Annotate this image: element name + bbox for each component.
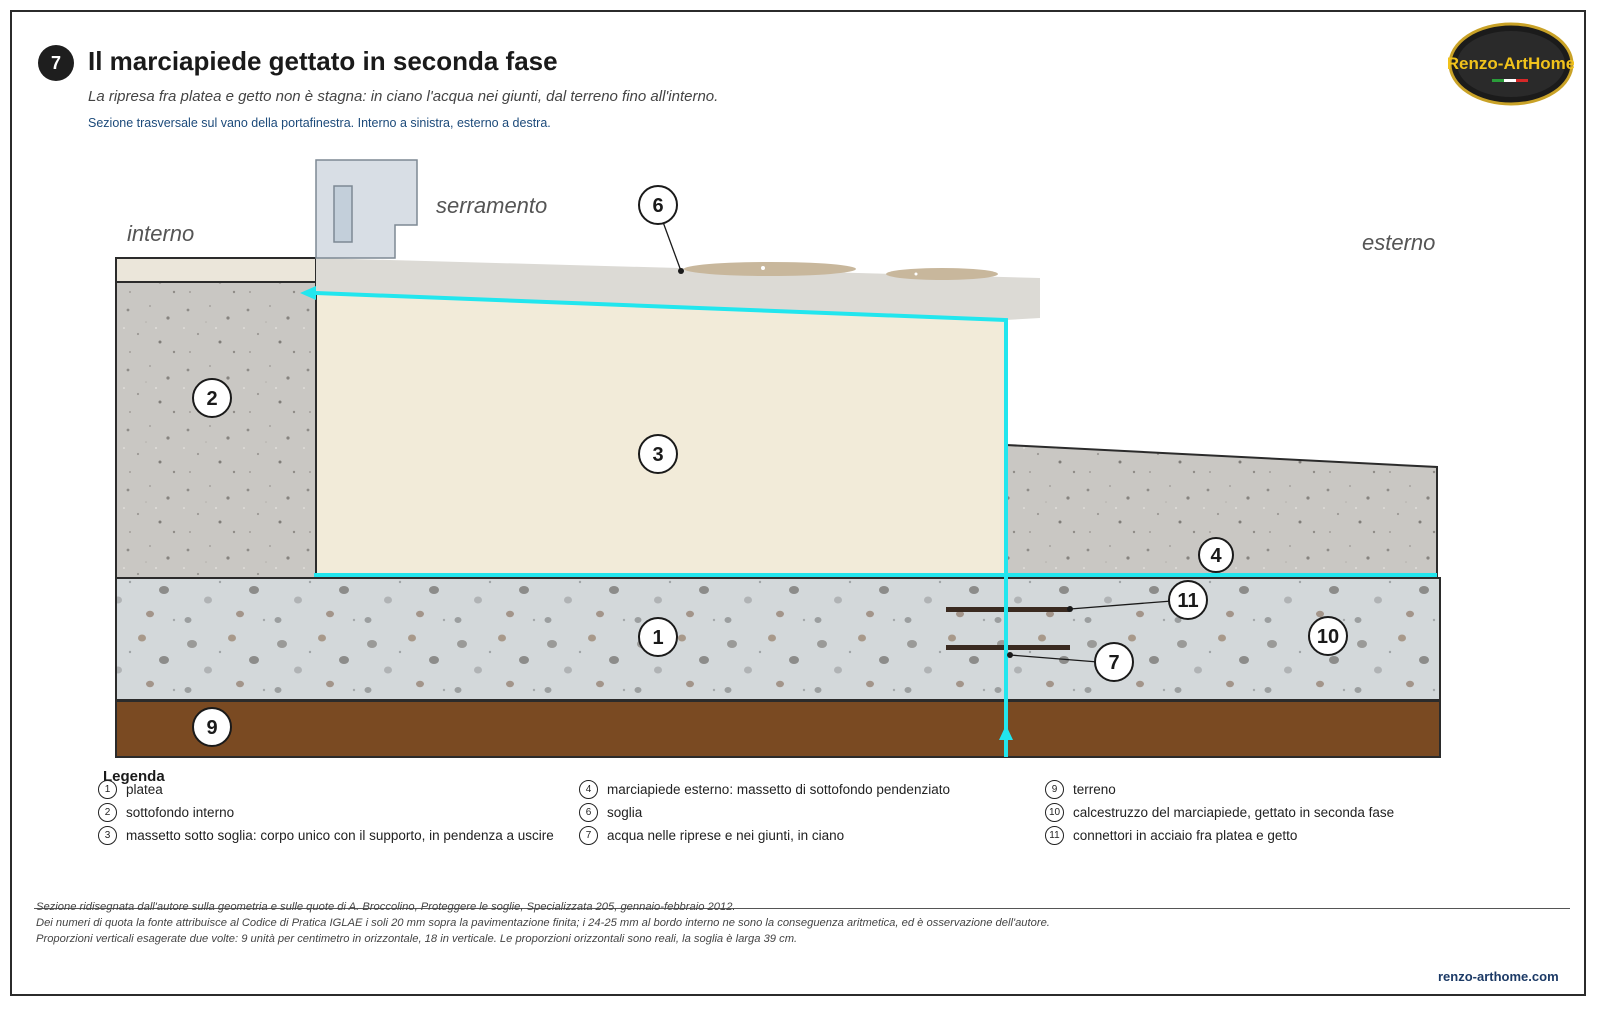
site-link[interactable]: renzo-arthome.com (1438, 969, 1559, 984)
callout-7: 7 (1094, 642, 1134, 682)
threshold-stain-1 (684, 262, 856, 276)
page-frame (10, 10, 1586, 996)
callout-2: 2 (192, 378, 232, 418)
callout-10: 10 (1308, 616, 1348, 656)
svg-text:3: 3 (652, 444, 663, 466)
water-arrow-up (999, 725, 1013, 740)
svg-text:11: 11 (1177, 590, 1198, 612)
water-path (314, 291, 1437, 757)
legend-title: Legenda (103, 768, 165, 785)
svg-text:9: 9 (206, 717, 217, 739)
page-subtitle: La ripresa fra platea e getto non è stag… (88, 88, 719, 105)
label-serramento: serramento (436, 193, 547, 218)
svg-text:6: 6 (652, 195, 663, 217)
svg-text:4: 4 (1210, 545, 1222, 567)
platea-slab (115, 577, 1441, 701)
callout-3: 3 (638, 434, 678, 474)
figure-number-badge: 7 (38, 45, 74, 81)
svg-text:1: 1 (652, 627, 663, 649)
water-arrow-left (300, 286, 316, 300)
callout-6: 6 (638, 185, 678, 225)
window-frame (315, 159, 418, 259)
callout-11: 11 (1168, 580, 1208, 620)
label-esterno: esterno (1362, 230, 1435, 255)
svg-text:2: 2 (206, 388, 217, 410)
section-caption: Sezione trasversale sul vano della porta… (88, 116, 551, 130)
svg-text:7: 7 (1108, 652, 1119, 674)
brand-logo: Renzo-ArtHome (1448, 22, 1574, 106)
footer-divider (34, 908, 1570, 909)
soil-layer (115, 700, 1441, 758)
screed-under-threshold (316, 292, 1006, 575)
interior-subfloor (115, 281, 317, 579)
footer-note: Proporzioni verticali esagerate due volt… (36, 933, 798, 945)
label-interno: interno (127, 221, 194, 246)
threshold-stain-2 (886, 268, 998, 280)
callout-9: 9 (192, 707, 232, 747)
callout-1: 1 (638, 617, 678, 657)
window-frame-slot (333, 185, 353, 243)
logo-text: Renzo-ArtHome (1448, 54, 1574, 73)
threshold-slab (316, 258, 1040, 320)
page-title: Il marciapiede gettato in seconda fase (88, 46, 558, 76)
callout-4: 4 (1198, 537, 1234, 573)
footer-note: Dei numeri di quota la fonte attribuisce… (36, 917, 1050, 929)
interior-floor-finish (115, 257, 317, 283)
svg-text:10: 10 (1317, 626, 1339, 648)
footer-note: Sezione ridisegnata dall'autore sulla ge… (36, 901, 736, 913)
